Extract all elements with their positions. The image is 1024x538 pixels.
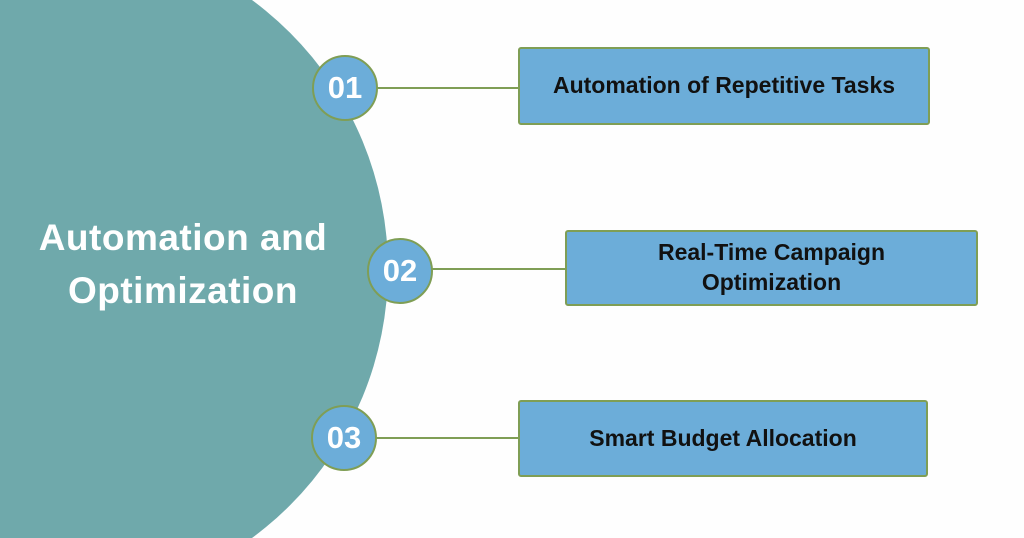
step-number-1: 01 — [327, 70, 363, 105]
step-number-2: 02 — [382, 253, 418, 288]
step-label-2: Real-Time Campaign Optimization — [657, 239, 886, 295]
step-badge-2: 02 — [367, 238, 433, 304]
step-number-3: 03 — [326, 420, 362, 455]
connector-line-2 — [431, 268, 565, 270]
step-label-box-2: Real-Time Campaign Optimization — [565, 230, 978, 306]
step-label-box-1: Automation of Repetitive Tasks — [518, 47, 930, 125]
step-badge-1: 01 — [312, 55, 378, 121]
step-label-3: Smart Budget Allocation — [589, 424, 857, 451]
step-badge-3: 03 — [311, 405, 377, 471]
step-label-1: Automation of Repetitive Tasks — [552, 72, 896, 99]
connector-line-1 — [376, 87, 518, 89]
step-label-box-3: Smart Budget Allocation — [518, 400, 928, 477]
connector-line-3 — [375, 437, 518, 439]
hub-title: Automation and Optimization — [38, 217, 328, 311]
